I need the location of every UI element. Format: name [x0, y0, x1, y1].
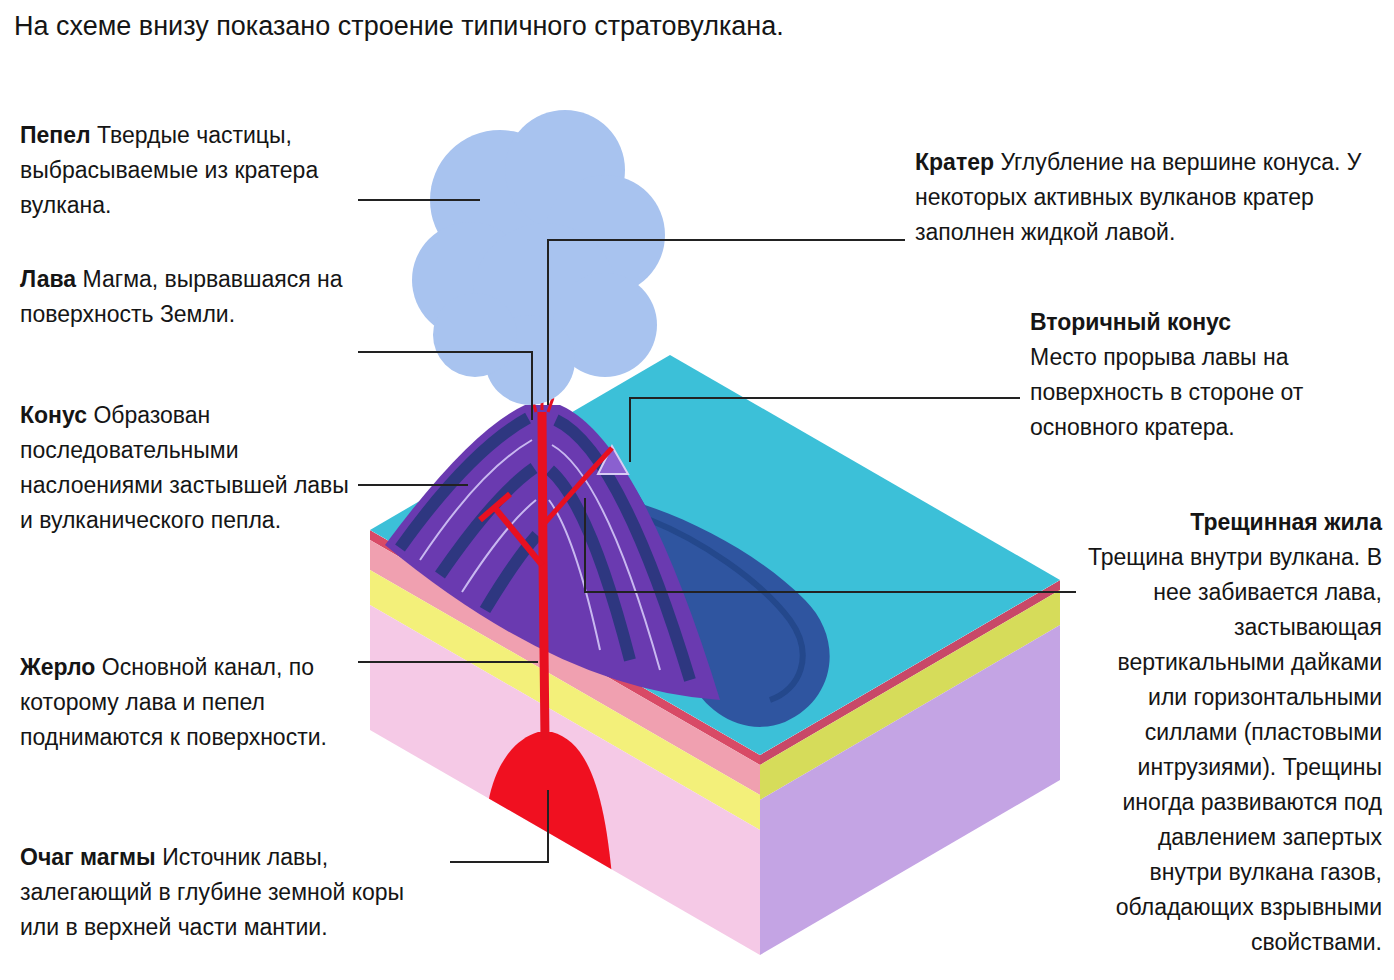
cone-stratum: [552, 445, 660, 670]
part-name: Конус: [20, 402, 87, 428]
callout: Конус Образован последовательными наслое…: [20, 398, 350, 538]
callout: Вторичный конусМесто прорыва лавы на пов…: [1030, 305, 1385, 445]
callout: Жерло Основной канал, по которому лава и…: [20, 650, 350, 755]
callout: Лава Магма, вырвавшаяся на поверхность З…: [20, 262, 350, 332]
part-description: Трещина внутри вулкана. В нее забивается…: [1088, 544, 1382, 955]
cone-stratum: [420, 440, 532, 560]
part-name: Лава: [20, 266, 76, 292]
callout: Пепел Твердые частицы, выбрасываемые из …: [20, 118, 350, 223]
sill: [480, 494, 510, 520]
callout: Кратер Углубление на вершине конуса. У н…: [915, 145, 1370, 250]
leader-line: [358, 352, 532, 420]
spacer: [87, 402, 93, 428]
leader-line: [585, 498, 1076, 592]
main-vent: [542, 412, 545, 740]
cone-stratum: [550, 470, 630, 660]
callout: Трещинная жилаТрещина внутри вулкана. В …: [1082, 505, 1382, 960]
spacer: [994, 149, 1000, 175]
leader-line: [358, 661, 538, 663]
ash-cloud: [412, 110, 665, 405]
leader-line: [358, 484, 468, 486]
part-description: Место прорыва лавы на поверхность в стор…: [1030, 344, 1303, 440]
spacer: [156, 844, 162, 870]
dike: [495, 508, 542, 565]
leader-line: [450, 790, 548, 862]
ash-puff: [433, 293, 517, 377]
dike: [543, 448, 612, 525]
part-name: Кратер: [915, 149, 994, 175]
part-name: Трещинная жила: [1082, 505, 1382, 540]
spacer: [76, 266, 82, 292]
leader-line: [358, 199, 480, 201]
leader-lines: [358, 200, 1076, 862]
spacer: [91, 122, 97, 148]
spacer: [95, 654, 101, 680]
part-name: Очаг магмы: [20, 844, 156, 870]
ground-surface: [370, 355, 1060, 755]
part-name: Пепел: [20, 122, 91, 148]
volcano-cone: [385, 405, 720, 700]
callout: Очаг магмы Источник лавы, залегающий в г…: [20, 840, 440, 945]
cone-stratum: [549, 500, 600, 650]
part-name: Вторичный конус: [1030, 305, 1385, 340]
title: На схеме внизу показано строение типично…: [14, 8, 784, 44]
leader-line: [630, 398, 1020, 462]
part-name: Жерло: [20, 654, 95, 680]
leader-line: [548, 240, 905, 405]
magma-chamber: [485, 732, 614, 900]
